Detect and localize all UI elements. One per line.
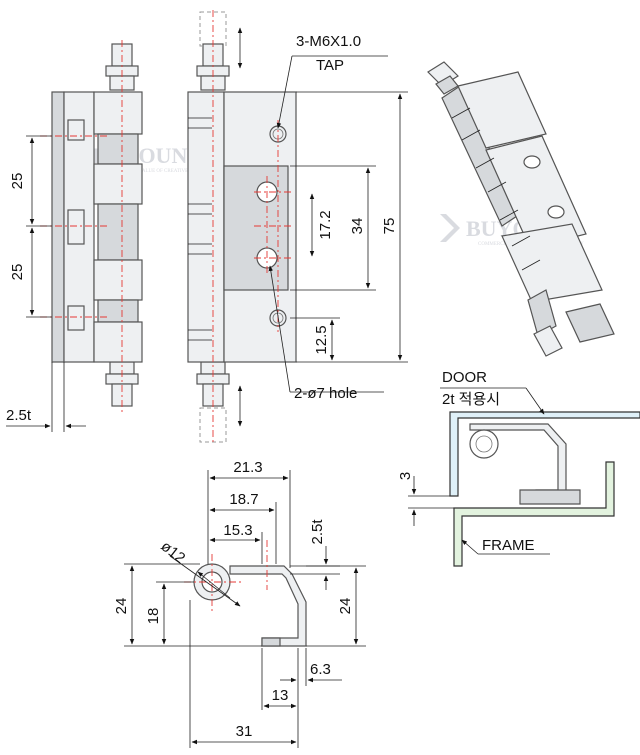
frame-label: FRAME xyxy=(482,537,535,554)
tab-bottom xyxy=(67,305,85,331)
watermark-tagline: COMMERCIAL VALUE OF CREATIVE ENERGY xyxy=(104,169,210,174)
dim-edge-offset: 12.5 xyxy=(313,325,330,354)
dim-height-right: 24 xyxy=(337,598,354,615)
knuckle-gap-1 xyxy=(97,133,139,165)
tab-mid xyxy=(67,209,85,245)
dim-width-outer: 21.3 xyxy=(233,459,262,476)
dim-pitch-bottom: 25 xyxy=(9,264,26,281)
iso-pin-bottom xyxy=(533,325,563,357)
iso-lower-leaf xyxy=(501,223,603,303)
tab-top xyxy=(67,119,85,141)
side-knuckle-column xyxy=(187,91,225,363)
frame-panel xyxy=(453,461,615,567)
dim-leg: 13 xyxy=(272,687,289,704)
dim-span: 34 xyxy=(349,218,366,235)
dim-flange: 6.3 xyxy=(310,661,331,678)
install-knuckle xyxy=(469,429,499,459)
knuckle-2 xyxy=(93,163,143,205)
dim-height-left: 24 xyxy=(113,598,130,615)
door-leaf xyxy=(223,165,289,291)
dim-width-inner: 15.3 xyxy=(223,522,252,539)
front-view: 25 25 2.5t xyxy=(6,40,143,432)
dim-gap: 3 xyxy=(397,472,414,480)
front-plate-edge xyxy=(51,91,65,363)
hole-callout-label: 2-ø7 hole xyxy=(294,385,357,402)
iso-hole-1 xyxy=(523,155,541,169)
dim-total-length: 75 xyxy=(381,218,398,235)
isometric-view xyxy=(427,61,615,357)
knuckle-1 xyxy=(93,91,143,135)
dim-width-mid: 18.7 xyxy=(229,491,258,508)
side-view: 3-M6X1.0 TAP 2-ø7 hole 17.2 34 75 12.5 xyxy=(187,10,408,444)
dim-pitch-top: 25 xyxy=(9,173,26,190)
dim-height-inner: 18 xyxy=(145,608,162,625)
section-view: 21.3 18.7 15.3 ø12 2.5t 24 18 24 xyxy=(113,459,366,748)
dim-overall-width: 31 xyxy=(236,723,253,740)
door-label: DOOR xyxy=(442,369,487,386)
dim-pin-diameter: ø12 xyxy=(158,538,189,567)
door-note: 2t 적용시 xyxy=(442,391,500,408)
iso-upper-leaf xyxy=(457,71,547,149)
knuckle-gap-2 xyxy=(97,203,139,261)
knuckle-3 xyxy=(93,259,143,301)
dim-thickness-section: 2.5t xyxy=(309,519,326,545)
front-pin-bottom xyxy=(105,361,139,407)
iso-hole-2 xyxy=(547,205,565,219)
iso-front-leaf xyxy=(485,135,587,249)
tap-spec-label: 3-M6X1.0 xyxy=(296,33,361,50)
tap-label: TAP xyxy=(316,57,344,74)
knuckle-4 xyxy=(93,321,143,363)
section-leaf-profile xyxy=(229,565,307,647)
install-view: DOOR 2t 적용시 3 FRAME xyxy=(397,369,640,567)
dim-hole-spacing: 17.2 xyxy=(317,210,334,239)
knuckle-gap-3 xyxy=(97,299,139,323)
dim-thickness-front: 2.5t xyxy=(6,407,32,424)
